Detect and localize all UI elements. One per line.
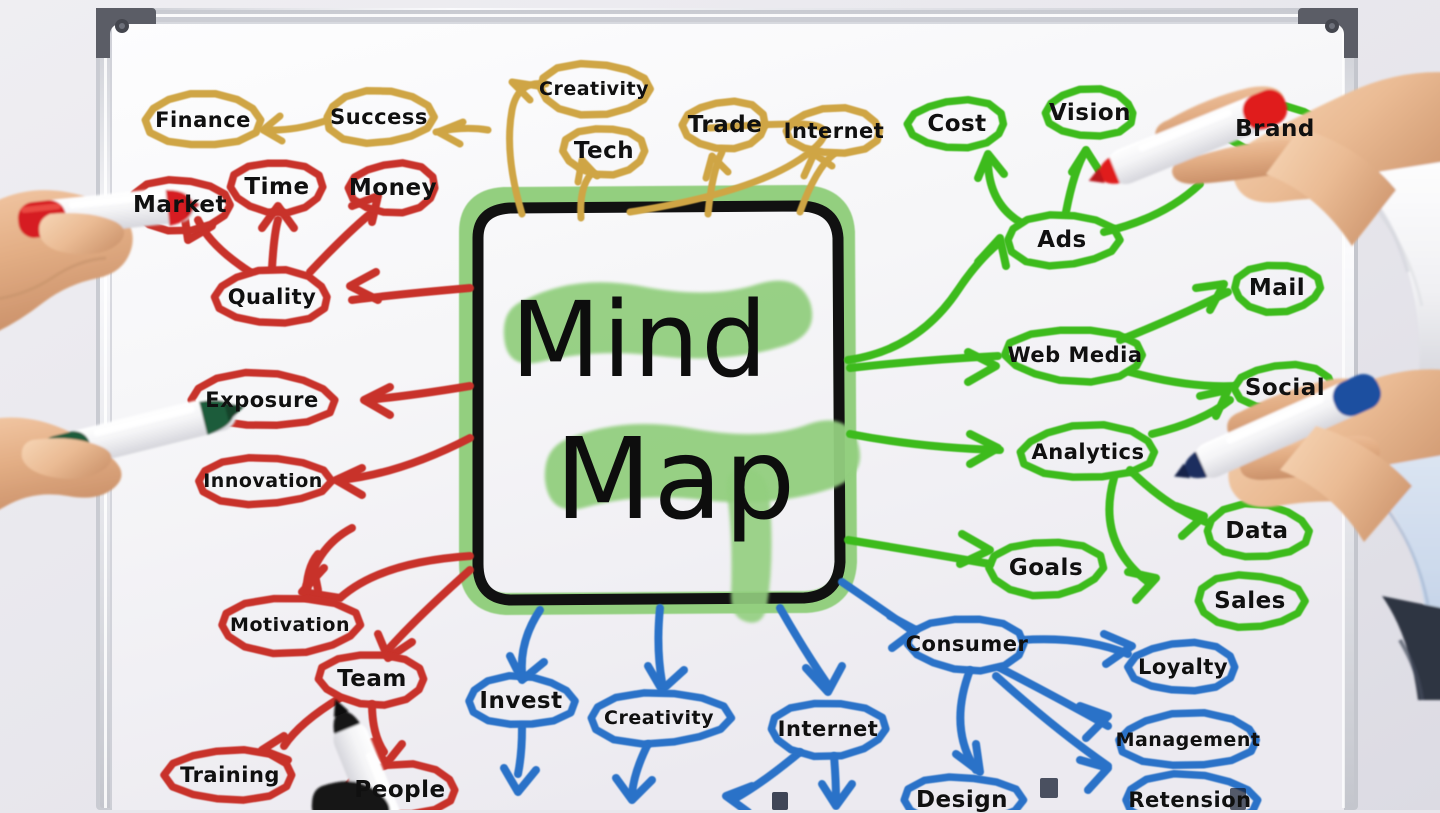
- node-mail-ellipse[interactable]: [1231, 261, 1325, 317]
- node-sales-ellipse[interactable]: [1194, 571, 1309, 632]
- node-retension-ellipse[interactable]: [1122, 769, 1262, 810]
- node-trade-ellipse[interactable]: [678, 97, 769, 153]
- node-goals-ellipse[interactable]: [985, 538, 1108, 600]
- marker-cap-blue: [1332, 374, 1382, 417]
- node-analytics-ellipse[interactable]: [1016, 421, 1159, 481]
- node-innovation-ellipse[interactable]: [195, 454, 336, 509]
- node-invest-ellipse[interactable]: [465, 672, 579, 728]
- hand-green-marker: [0, 395, 244, 510]
- node-tech-ellipse[interactable]: [559, 125, 649, 179]
- node-exposure-ellipse[interactable]: [187, 368, 339, 429]
- center-node-shape: [459, 185, 860, 623]
- node-money-ellipse[interactable]: [344, 159, 439, 217]
- hand-blue-marker: [1174, 369, 1440, 701]
- blue-marks-bottom: [772, 778, 1246, 810]
- node-management-ellipse[interactable]: [1115, 709, 1261, 769]
- node-ads-ellipse[interactable]: [1004, 211, 1124, 270]
- node-motivation-ellipse[interactable]: [218, 594, 365, 658]
- hand-red-marker-2: [1088, 72, 1440, 388]
- node-internet-ellipse[interactable]: [782, 104, 884, 157]
- node-training-ellipse[interactable]: [160, 745, 296, 804]
- node-data-ellipse[interactable]: [1203, 499, 1313, 561]
- hand-black-marker: [311, 699, 425, 810]
- node-success-ellipse[interactable]: [323, 86, 438, 148]
- center-line-2: Map: [554, 415, 798, 545]
- node-creativity-2-ellipse[interactable]: [587, 689, 736, 748]
- frame-corner-top-right: [1298, 8, 1358, 58]
- node-internet-2-ellipse[interactable]: [767, 699, 890, 761]
- node-webmedia-ellipse[interactable]: [1000, 326, 1147, 386]
- node-cost-ellipse[interactable]: [903, 95, 1008, 152]
- node-vision-ellipse[interactable]: [1041, 85, 1137, 140]
- node-time-ellipse[interactable]: [226, 159, 327, 217]
- gold-connector-lines: [259, 78, 838, 222]
- hand-red-marker: [0, 186, 200, 331]
- node-finance-ellipse[interactable]: [141, 89, 265, 149]
- marker-cap-red-2: [1242, 89, 1288, 130]
- node-creativity-ellipse[interactable]: [537, 59, 654, 119]
- frame-corner-top-left: [96, 8, 156, 58]
- center-line-1: Mind: [510, 279, 770, 401]
- node-design-ellipse[interactable]: [900, 773, 1028, 810]
- node-team-ellipse[interactable]: [314, 651, 428, 709]
- node-consumer-ellipse[interactable]: [903, 615, 1028, 675]
- node-quality-ellipse[interactable]: [210, 265, 331, 327]
- node-loyalty-ellipse[interactable]: [1124, 638, 1239, 695]
